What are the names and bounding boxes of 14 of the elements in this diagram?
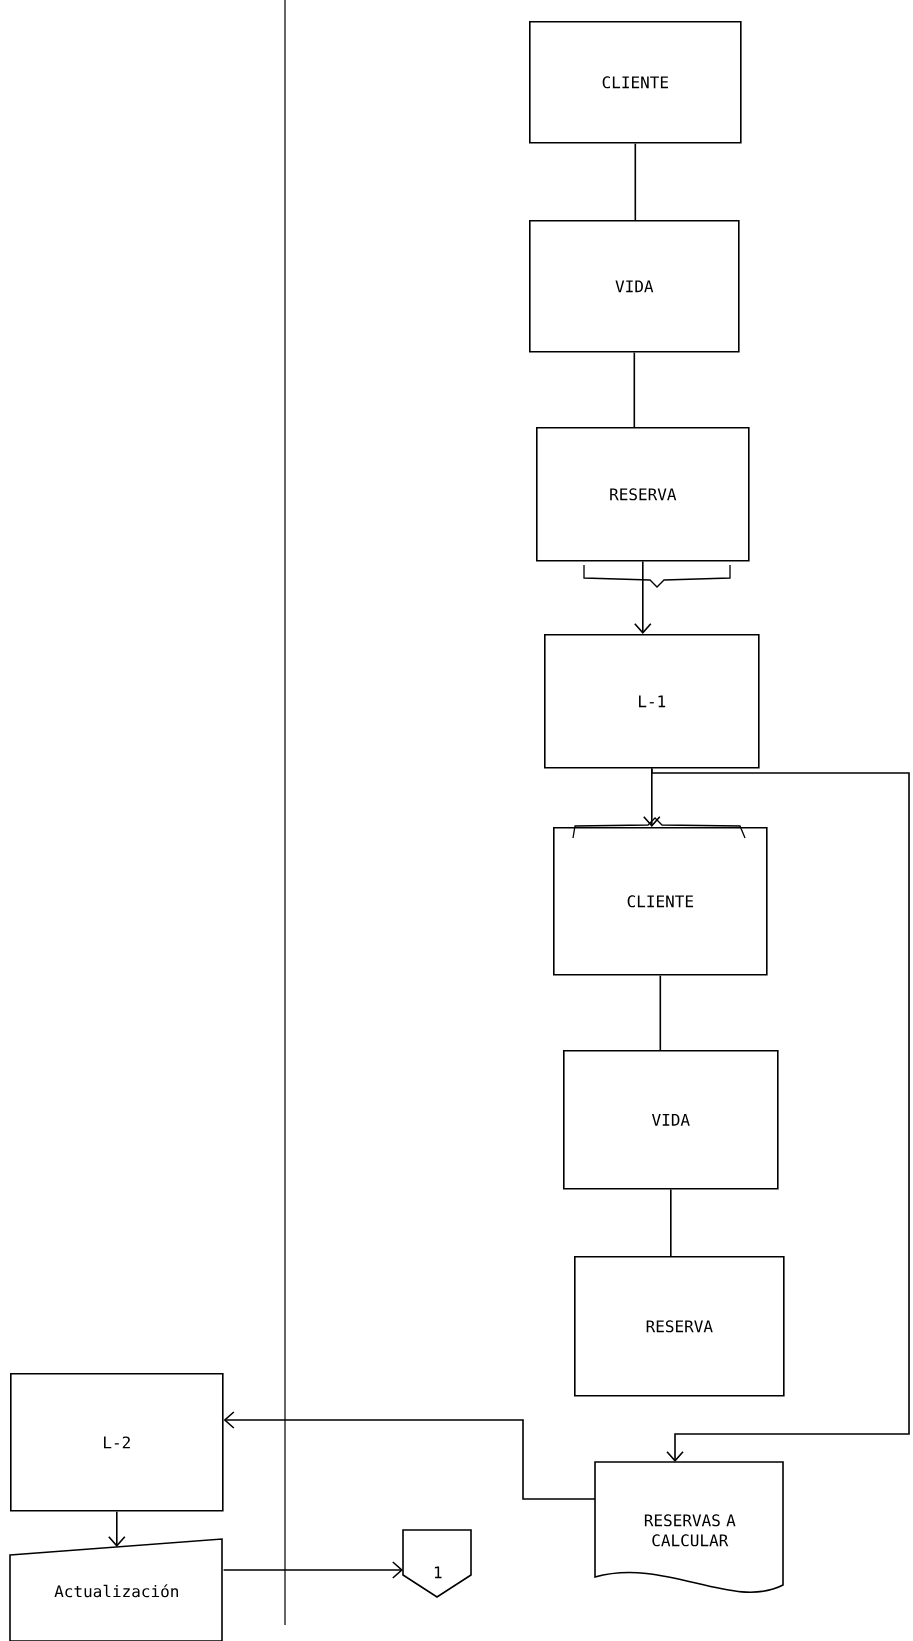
process-box: CLIENTE <box>529 21 742 144</box>
arrow <box>222 1561 403 1579</box>
off-page-connector: 1 <box>402 1529 472 1598</box>
arrow <box>651 767 910 1463</box>
process-box: RESERVA <box>574 1256 785 1397</box>
process-box: RESERVA <box>536 427 750 562</box>
process-box: L-2 <box>10 1373 224 1512</box>
arrow <box>223 1411 596 1500</box>
process-box: VIDA <box>563 1050 779 1190</box>
process-box: CLIENTE <box>553 827 768 976</box>
process-box: L-1 <box>544 634 760 769</box>
arrow <box>108 1510 126 1548</box>
process-box: VIDA <box>529 220 740 353</box>
arrow <box>634 560 652 634</box>
